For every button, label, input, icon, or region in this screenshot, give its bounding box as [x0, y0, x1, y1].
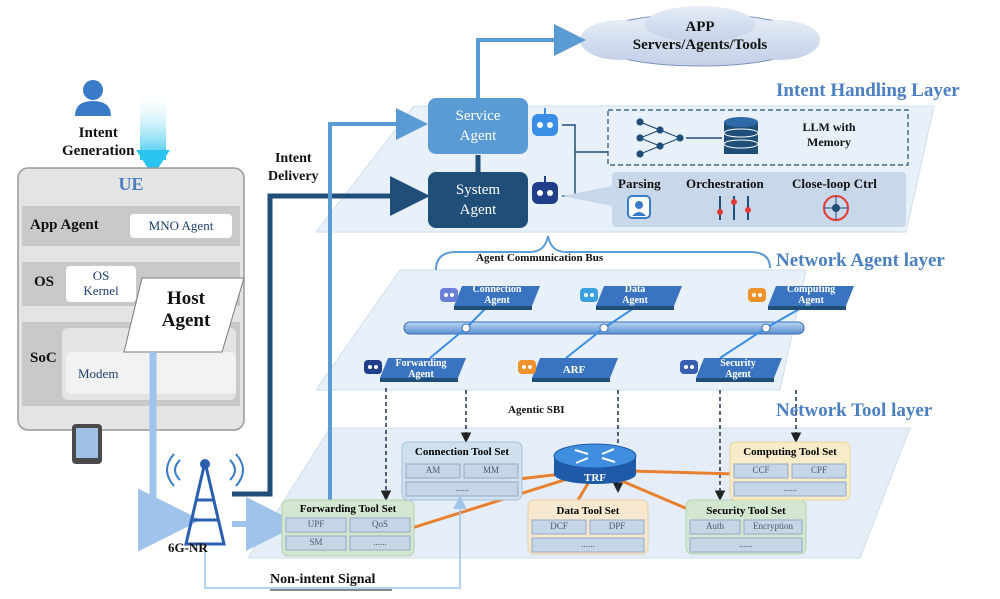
robot-icon — [532, 176, 558, 204]
mno-agent-chip: MNO Agent — [130, 214, 232, 238]
connection-agent-slab — [454, 286, 540, 310]
cloud-line1: APP — [685, 19, 715, 35]
toolset-item: UPF — [307, 519, 325, 529]
nr-label: 6G-NR — [168, 540, 208, 555]
toolset-item: ...... — [739, 539, 753, 549]
network-agent-layer-title: Network Agent layer — [776, 250, 945, 271]
soc-label: SoC — [30, 350, 57, 366]
router-icon — [553, 443, 637, 484]
connection-agent-label: Connection Agent — [472, 284, 522, 306]
cloud-shape — [580, 6, 820, 67]
agentic-sbi-label: Agentic SBI — [508, 404, 565, 416]
robot-icon — [518, 360, 536, 374]
orchestration-label: Orchestration — [686, 176, 764, 191]
phone-icon — [72, 424, 102, 464]
app-agent-label: App Agent — [30, 217, 99, 233]
system-agent-box — [428, 172, 528, 228]
forwarding-agent-label: Forwarding Agent — [395, 358, 447, 380]
cloud-line2: Servers/Agents/Tools — [632, 37, 768, 53]
computing-agent-slab — [768, 286, 854, 310]
toolset-item: ...... — [373, 537, 387, 547]
toolset-item: DCF — [550, 521, 568, 531]
close-loop-icon — [823, 195, 849, 221]
llm-box — [607, 109, 909, 166]
ue-title: UE — [118, 174, 144, 194]
intent-generation-label: Intent Generation — [62, 125, 135, 159]
toolset-item: CCF — [752, 465, 770, 475]
person-icon — [75, 80, 111, 116]
robot-icon — [440, 288, 458, 302]
non-intent-loop — [204, 495, 467, 589]
toolset-item: MM — [482, 465, 499, 475]
toolset-item: ...... — [455, 483, 469, 493]
callout-pointer — [562, 186, 612, 206]
robot-icon — [680, 360, 698, 374]
intent-delivery-arrow — [232, 176, 430, 497]
os-kernel-chip: OS Kernel — [66, 266, 136, 302]
toolset-item: ...... — [581, 539, 595, 549]
data-agent-slab — [596, 286, 682, 310]
database-icon — [723, 117, 759, 154]
service-agent-box — [428, 98, 528, 154]
robot-icon — [364, 360, 382, 374]
close-loop-label: Close-loop Ctrl — [792, 176, 877, 191]
data-toolset-title: Data Tool Set — [556, 505, 620, 517]
service-agent-label: Service Agent — [455, 108, 501, 144]
non-intent-signal-label: Non-intent Signal — [270, 572, 376, 587]
arf-slab — [532, 358, 618, 382]
parsing-label: Parsing — [618, 176, 661, 191]
security-agent-label: Security Agent — [720, 358, 756, 380]
trf-label: TRF — [584, 472, 606, 484]
service-to-cloud-arrow — [476, 24, 586, 98]
robot-icon — [748, 288, 766, 302]
neural-net-icon — [636, 118, 684, 158]
forwarding-agent-slab — [380, 358, 466, 382]
computing-agent-label: Computing Agent — [786, 284, 836, 306]
toolset-item: CPF — [810, 465, 827, 475]
orchestration-icon — [717, 196, 751, 220]
intent-beam-arrow — [136, 150, 170, 176]
parsing-icon — [627, 195, 651, 219]
toolset-item: SM — [309, 537, 323, 547]
robot-icon — [580, 288, 598, 302]
bus-node — [599, 323, 609, 333]
forwarding-toolset-title: Forwarding Tool Set — [299, 503, 397, 515]
intent-delivery-label: Intent Delivery — [268, 151, 319, 184]
intent-beam — [140, 90, 166, 160]
network-tool-layer-title: Network Tool layer — [776, 400, 933, 421]
modem-label: Modem — [78, 366, 119, 381]
os-label: OS — [34, 274, 55, 290]
llm-label: LLM with Memory — [802, 120, 856, 149]
toolset-item: DPF — [608, 521, 626, 531]
layer-brace — [435, 235, 771, 271]
host-agent-label: Host Agent — [161, 288, 211, 331]
toolset-item: Encryption — [753, 521, 793, 531]
toolset-item: AM — [425, 465, 441, 475]
system-agent-label: System Agent — [455, 182, 501, 218]
computing-toolset-title: Computing Tool Set — [743, 446, 837, 458]
bus-node — [461, 323, 471, 333]
data-agent-label: Data Agent — [622, 284, 648, 306]
toolset-item: QoS — [371, 519, 388, 529]
host-to-tower-arrow — [138, 352, 201, 552]
host-agent-shape — [123, 277, 245, 353]
arf-label: ARF — [562, 364, 586, 376]
security-toolset-title: Security Tool Set — [706, 505, 786, 517]
robot-icon — [532, 108, 558, 136]
security-agent-slab — [696, 358, 782, 382]
tower-icon — [166, 453, 244, 546]
toolset-item: ...... — [783, 483, 797, 493]
service-feed-arrow — [328, 108, 428, 510]
function-box — [612, 172, 906, 227]
connection-toolset-title: Connection Tool Set — [414, 446, 510, 458]
bus-node — [761, 323, 771, 333]
bus-label: Agent Communication Bus — [476, 252, 604, 264]
toolset-item: Auth — [706, 521, 724, 531]
intent-layer-title: Intent Handling Layer — [776, 80, 960, 101]
